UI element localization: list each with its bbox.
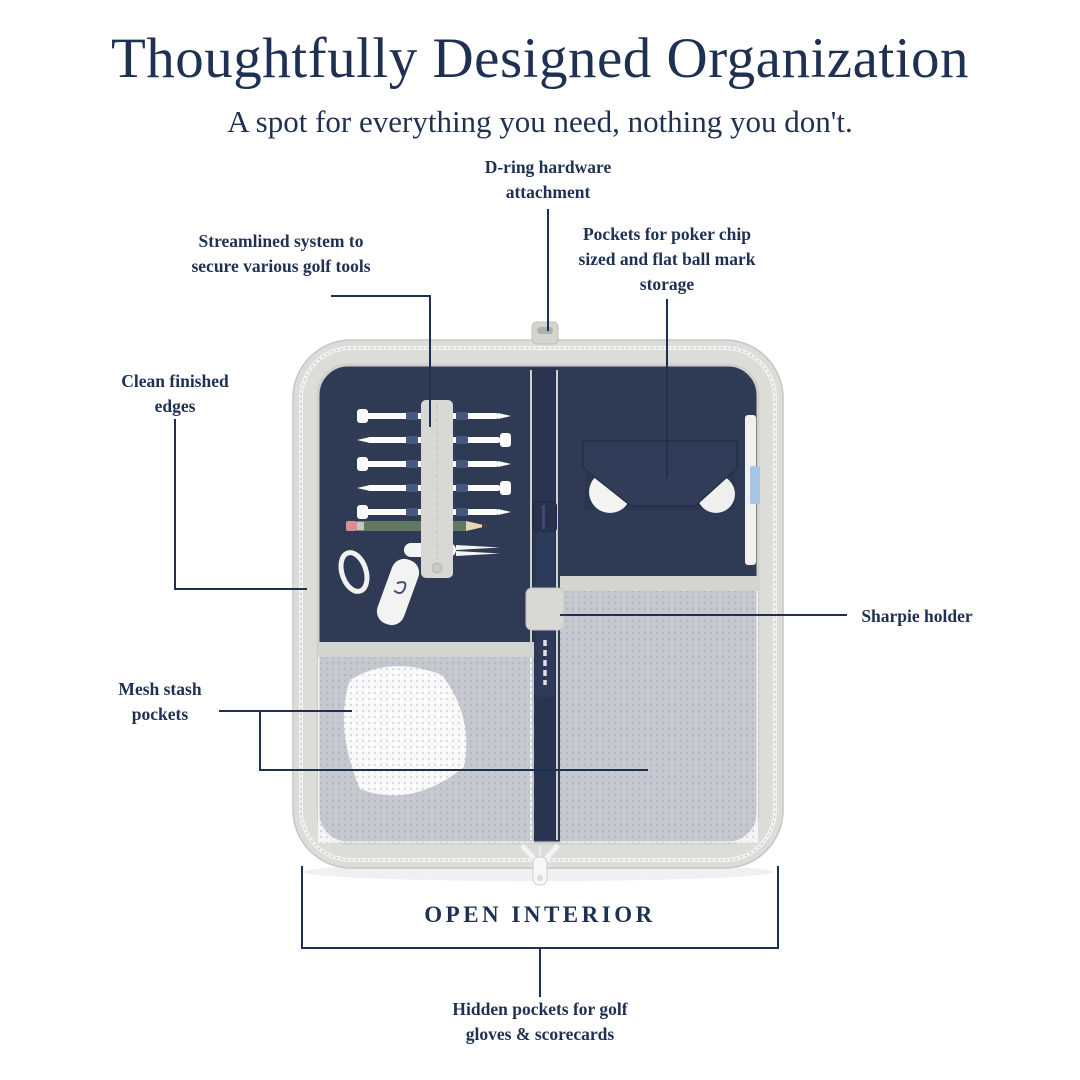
logo-strap (376, 558, 420, 626)
ball-marker-pocket (582, 440, 738, 513)
callout-hidden-pockets: Hidden pockets for golf gloves & scoreca… (452, 999, 628, 1044)
sharpie-holder-band (525, 587, 565, 631)
carabiner-clip (338, 550, 370, 594)
scorecard-edge (745, 415, 760, 565)
tool-strap (421, 400, 453, 578)
callout-poker-pockets: Pockets for poker chip sized and flat ba… (578, 224, 756, 294)
callout-d-ring: D-ring hardware attachment (484, 157, 612, 202)
pocket-flap (582, 440, 738, 507)
callout-clean-edges: Clean finished edges (121, 371, 229, 416)
golf-pencil (346, 521, 490, 531)
sharpie-marker (525, 501, 565, 697)
callout-mesh-pockets: Mesh stash pockets (118, 679, 202, 724)
mesh-pocket-left (318, 642, 534, 843)
mesh-pocket-right (560, 576, 758, 843)
zipper-track (300, 347, 776, 861)
snap-button (431, 562, 443, 574)
blue-accent-tab (750, 466, 760, 504)
callout-line-clean-edges (174, 419, 307, 590)
d-ring-tab (531, 321, 559, 345)
zipper-pull (520, 843, 560, 886)
callout-line-mesh-right (259, 710, 648, 771)
mesh-binding (318, 642, 534, 657)
callout-sharpie-holder: Sharpie holder (861, 606, 973, 626)
page-subtitle: A spot for everything you need, nothing … (227, 104, 853, 139)
page-title: Thoughtfully Designed Organization (110, 27, 970, 90)
callout-streamlined-system: Streamlined system to secure various gol… (191, 231, 371, 276)
callout-line-streamlined (331, 295, 431, 427)
mesh-binding (560, 576, 758, 591)
callout-open-interior: OPEN INTERIOR (424, 902, 656, 927)
callout-lines (174, 209, 847, 997)
